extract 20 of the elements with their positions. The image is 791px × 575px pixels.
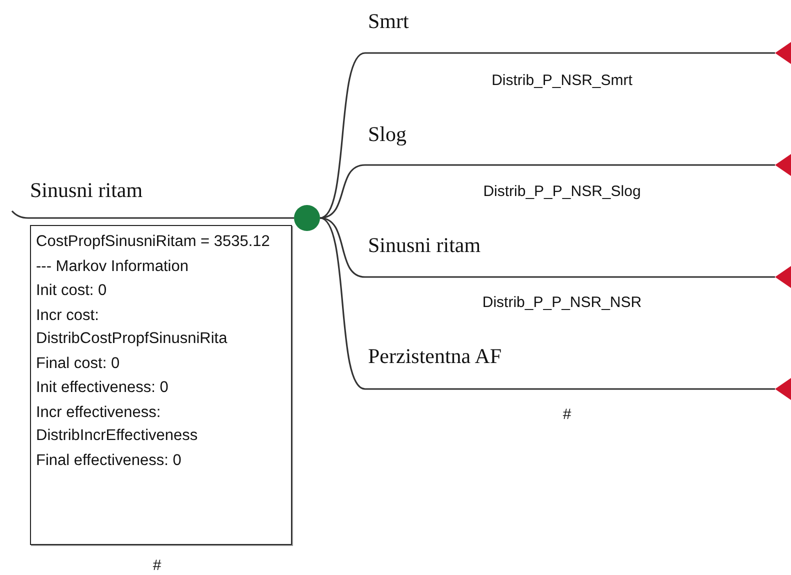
probability-label: # — [562, 406, 572, 424]
branch-line — [320, 217, 775, 278]
probability-label: # — [152, 557, 162, 575]
branch-line — [320, 164, 775, 219]
branch-line — [320, 217, 775, 390]
info-text: Init cost: 0 — [36, 281, 108, 301]
info-text: Incr effectiveness: DistribIncrEffectiveness — [36, 402, 199, 446]
branch-line — [320, 52, 775, 219]
probability-label: Distrib_P_NSR_Smrt — [492, 72, 632, 90]
info-text: Init effectiveness: 0 — [36, 378, 170, 398]
info-text: Incr cost: DistribCostPropfSinusniRita — [36, 306, 228, 349]
markov-info-box — [30, 225, 292, 545]
info-text: Final cost: 0 — [36, 354, 121, 374]
probability-label: Distrib_P_P_NSR_NSR — [482, 294, 642, 312]
probability-label: Distrib_P_P_NSR_Slog — [483, 183, 641, 201]
info-text: --- Markov Information — [36, 256, 190, 276]
branch-line — [11, 210, 294, 219]
info-text: CostPropfSinusniRitam = 3535.12 — [36, 232, 271, 252]
chance-node-circle — [294, 205, 320, 231]
info-text: Final effectiveness: 0 — [36, 450, 182, 470]
